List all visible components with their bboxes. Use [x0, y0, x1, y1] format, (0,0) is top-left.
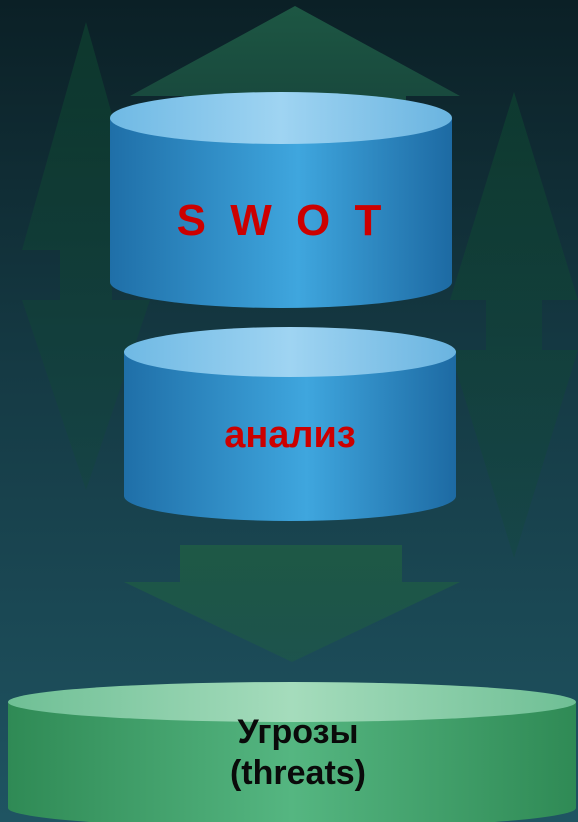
swot-cylinder — [110, 92, 452, 308]
threats-label-line2: (threats) — [229, 753, 367, 792]
analysis-cylinder — [124, 327, 456, 521]
threats-label: Угрозы (threats) — [60, 712, 536, 794]
down-arrow — [124, 545, 460, 662]
threats-label-line1: Угрозы — [237, 713, 359, 751]
swot-label: S W O T — [176, 196, 388, 245]
threats-cylinder — [8, 682, 576, 822]
right-side-arrow — [450, 92, 578, 558]
analysis-label: анализ — [224, 414, 356, 456]
